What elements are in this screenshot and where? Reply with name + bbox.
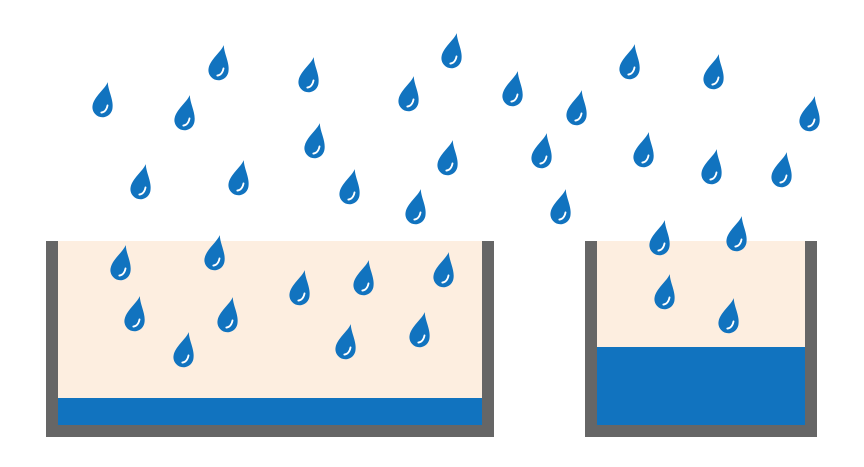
raindrop-icon bbox=[402, 186, 432, 228]
raindrop-icon bbox=[395, 73, 425, 115]
raindrop-icon bbox=[563, 87, 593, 129]
raindrop-icon bbox=[768, 149, 798, 191]
raindrop-icon bbox=[89, 79, 119, 121]
raindrop-icon bbox=[434, 137, 464, 179]
raindrop-icon bbox=[698, 146, 728, 188]
raindrop-icon bbox=[336, 166, 366, 208]
raindrop-icon bbox=[796, 93, 826, 135]
raindrop-icon bbox=[700, 51, 730, 93]
narrow-container-wall bbox=[585, 241, 817, 437]
raindrop-icon bbox=[547, 186, 577, 228]
raindrop-icon bbox=[171, 92, 201, 134]
raindrop-icon bbox=[225, 157, 255, 199]
raindrop-icon bbox=[438, 30, 468, 72]
narrow-container-water bbox=[597, 347, 805, 425]
wide-container-wall bbox=[46, 241, 494, 437]
raindrop-icon bbox=[630, 129, 660, 171]
raindrop-icon bbox=[616, 41, 646, 83]
raindrop-icon bbox=[528, 130, 558, 172]
raindrop-icon bbox=[499, 68, 529, 110]
raindrop-icon bbox=[295, 54, 325, 96]
wide-container-water bbox=[58, 398, 482, 425]
raindrop-icon bbox=[127, 161, 157, 203]
narrow-container bbox=[585, 241, 817, 437]
raindrop-icon bbox=[301, 120, 331, 162]
raindrop-icon bbox=[205, 42, 235, 84]
